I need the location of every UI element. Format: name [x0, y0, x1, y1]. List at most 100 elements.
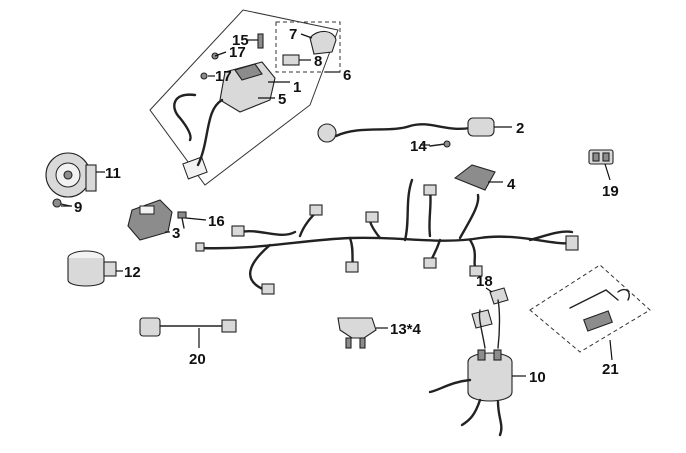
callout-7: 7 — [289, 26, 297, 43]
callout-10: 10 — [529, 369, 546, 386]
leader-18 — [485, 287, 493, 293]
harness-branch-a — [238, 229, 297, 237]
screw-16-shaft — [181, 217, 185, 229]
socket-20 — [139, 317, 237, 337]
relay10-wire-c — [496, 400, 503, 437]
harness-trunk — [198, 235, 577, 250]
buzzer-body — [67, 258, 105, 287]
screw-14 — [429, 140, 451, 148]
harness-connector-1 — [231, 225, 245, 237]
harness-branch-f — [428, 188, 432, 238]
callout-13: 13*4 — [390, 321, 422, 338]
relay-3 — [127, 199, 173, 241]
leader-21 — [609, 339, 613, 361]
fuse-leg-a — [345, 337, 352, 349]
screw-16-head — [177, 211, 187, 219]
callout-3: 3 — [172, 225, 180, 242]
callout-11: 11 — [105, 165, 121, 182]
relay10-post-a — [477, 349, 486, 361]
harness-connector-10 — [195, 242, 205, 252]
harness-branch-g — [458, 193, 480, 240]
relay-tab — [139, 205, 155, 215]
seat-lock-part-8 — [282, 54, 300, 66]
kit-21-block — [583, 310, 613, 332]
module-4 — [453, 164, 496, 191]
harness-connector-5 — [365, 211, 379, 223]
leader-16 — [185, 217, 207, 221]
kit-21-tool — [569, 289, 619, 309]
cap-18a — [489, 287, 509, 305]
screw-15 — [257, 33, 264, 49]
spark-plug-cable-2 — [317, 117, 495, 143]
fuse-13 — [337, 317, 377, 349]
callout-6: 6 — [343, 67, 351, 84]
kit-21-hook — [617, 288, 630, 301]
callout-18: 18 — [476, 273, 493, 290]
fuse-leg-b — [359, 337, 366, 349]
ignition-wire — [196, 98, 224, 167]
relay10-body — [467, 352, 513, 402]
horn-center — [63, 170, 73, 180]
leader-17a — [214, 51, 227, 57]
relay10-post-b — [493, 349, 502, 361]
kit-21-frame — [529, 264, 651, 353]
leader-19 — [604, 163, 611, 181]
relay10-lead — [478, 309, 486, 349]
callout-17a: 17 — [229, 44, 246, 61]
starter-relay-10 — [428, 299, 513, 437]
callout-8: 8 — [314, 53, 322, 70]
harness-branch-b — [249, 243, 272, 292]
callout-21: 21 — [602, 361, 619, 378]
screw-17b — [200, 72, 208, 80]
relay10-wire-b — [460, 398, 482, 427]
relay10-wire-a — [428, 378, 472, 394]
callouts: 15 7 17 8 17 6 1 5 2 14 4 19 11 9 16 3 1… — [74, 26, 619, 386]
callout-14: 14 — [410, 138, 427, 155]
callout-20: 20 — [189, 351, 206, 368]
callout-5: 5 — [278, 91, 286, 108]
callout-17b: 17 — [215, 68, 232, 85]
harness-branch-e — [403, 178, 414, 242]
callout-15: 15 — [232, 32, 249, 49]
horn-bracket — [85, 164, 97, 192]
leader-7 — [300, 33, 313, 39]
screw-16 — [177, 211, 187, 229]
connector-19 — [588, 149, 614, 165]
connector-19-pin — [592, 152, 600, 162]
switch-cover-7 — [309, 30, 337, 55]
buzzer-12 — [67, 250, 117, 287]
harness-connector-9 — [423, 184, 437, 196]
buzzer-tab — [103, 261, 117, 277]
screw-14-head — [443, 140, 451, 148]
socket-plug — [221, 319, 237, 333]
connector-19-pin-b — [602, 152, 610, 162]
ignition-connector — [182, 156, 208, 180]
fuse-body — [337, 317, 377, 339]
plug-boot — [467, 117, 495, 137]
relay10-lead-b — [497, 299, 501, 349]
cap-18b — [471, 309, 493, 329]
plug-cap — [317, 123, 337, 143]
harness-connector-2 — [309, 204, 323, 216]
callout-19: 19 — [602, 183, 619, 200]
callout-2: 2 — [516, 120, 524, 137]
plug-cable — [334, 123, 472, 138]
bolt-9-head — [52, 198, 62, 208]
harness-connector-8 — [565, 235, 579, 251]
kit-21 — [529, 264, 651, 353]
harness-branch-k — [528, 230, 574, 242]
ignition-switch-lock — [234, 63, 263, 81]
harness-connector-3 — [261, 283, 275, 295]
harness-connector-6 — [423, 257, 437, 269]
harness-connector-7 — [469, 265, 483, 277]
group-frame-6 — [275, 21, 341, 73]
callout-16: 16 — [208, 213, 225, 230]
harness-connector-4 — [345, 261, 359, 273]
main-harness — [195, 178, 579, 295]
callout-1: 1 — [293, 79, 301, 96]
socket-body — [139, 317, 161, 337]
leader-lines — [61, 33, 613, 377]
ignition-switch-group — [149, 9, 341, 186]
callout-12: 12 — [124, 264, 141, 281]
